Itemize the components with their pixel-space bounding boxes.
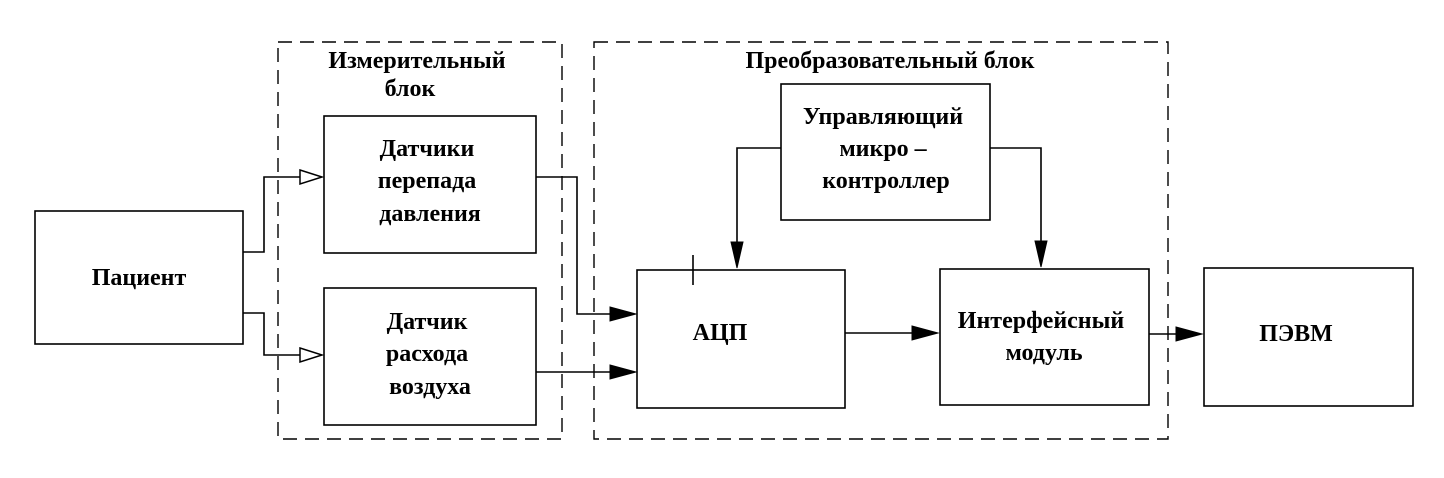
patient-block	[34, 210, 244, 345]
arrowhead-icon	[730, 241, 744, 269]
arrowhead-icon	[1034, 240, 1048, 268]
mcu-to-interface-line	[990, 147, 1042, 243]
adc-label: АЦП	[693, 320, 748, 346]
patient-to-pressure-line	[243, 176, 300, 253]
interface-module-label: Интерфейсный модуль	[958, 308, 1130, 366]
microcontroller-label: Управляющий микро – контроллер	[803, 104, 969, 194]
arrowhead-icon	[1175, 326, 1204, 342]
arrowhead-icon	[609, 364, 638, 380]
pressure-sensors-block	[323, 115, 537, 254]
arrowhead-icon	[609, 306, 638, 322]
pc-block	[1203, 267, 1414, 407]
interface-module-block	[939, 268, 1150, 406]
patient-label: Пациент	[92, 265, 187, 291]
converting-block-group	[593, 41, 1169, 440]
converting-block-title: Преобразовательный блок	[746, 48, 1035, 74]
pc-label: ПЭВМ	[1259, 321, 1333, 347]
pressure-sensors-label: Датчики перепада давления	[378, 136, 482, 227]
pressure-to-adc-line	[536, 176, 612, 315]
open-arrowhead-icon	[299, 168, 325, 186]
patient-to-flow-line	[243, 312, 300, 356]
open-arrowhead-icon	[299, 346, 325, 364]
mcu-to-adc-line	[736, 147, 781, 244]
flow-sensor-label: Датчик расхода воздуха	[386, 309, 474, 400]
adc-block	[636, 269, 846, 409]
microcontroller-block	[780, 83, 991, 221]
flow-sensor-block	[323, 287, 537, 426]
measuring-block-title: Измерительный блок	[328, 48, 511, 102]
measuring-block-group	[277, 41, 563, 440]
arrowhead-icon	[911, 325, 940, 341]
